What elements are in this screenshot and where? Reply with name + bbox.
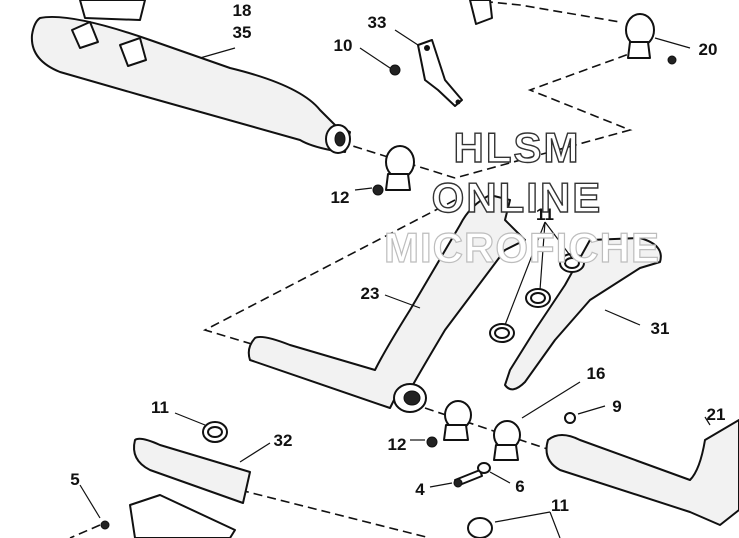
clamp-16	[493, 420, 521, 461]
callout-12-upper: 12	[331, 188, 350, 207]
nut-12-upper	[372, 184, 384, 196]
watermark-line-2: ONLINE	[432, 174, 603, 221]
callout-9: 9	[612, 397, 621, 416]
hose-clamp-11b	[525, 288, 551, 308]
hose-clamp-11a	[559, 253, 585, 273]
nut-12-lower	[426, 436, 438, 448]
nut-20	[667, 55, 677, 65]
callout-33: 33	[368, 13, 387, 32]
callout-10: 10	[334, 36, 353, 55]
clamp-11-bottom	[467, 517, 493, 538]
callout-11-left: 11	[151, 398, 169, 417]
callout-20: 20	[699, 40, 718, 59]
callout-16: 16	[587, 364, 606, 383]
hose-clamp-11c	[489, 323, 515, 343]
washer-9	[564, 412, 576, 424]
bolt-4	[453, 469, 483, 488]
watermark-line-1: HLSM	[454, 124, 581, 171]
bracket-bottom	[100, 494, 236, 538]
callout-21: 21	[707, 405, 726, 424]
bracket-33	[417, 0, 493, 107]
washer-6	[477, 462, 491, 474]
callout-labels: 18 35 33 10 20 12 11 23 31 16 9 21 11 32…	[70, 1, 725, 515]
muffler-top	[30, 0, 351, 154]
watermark-line-3: MICROFICHE	[384, 224, 660, 271]
clamp-20	[625, 13, 655, 59]
pipe-23	[247, 194, 526, 413]
pipe-32	[133, 437, 251, 504]
callout-12-lower: 12	[388, 435, 407, 454]
callout-18: 18	[233, 1, 252, 20]
heat-shield-31	[504, 237, 662, 391]
callout-5: 5	[70, 470, 79, 489]
callout-32: 32	[274, 431, 293, 450]
callout-11-middle: 11	[536, 205, 554, 224]
callout-11-bottom: 11	[551, 496, 569, 515]
callout-23: 23	[361, 284, 380, 303]
callout-35: 35	[233, 23, 252, 42]
clamp-12-lower	[443, 400, 472, 441]
callout-4: 4	[415, 480, 425, 499]
hose-clamp-11d	[202, 421, 228, 443]
callout-31: 31	[651, 319, 670, 338]
leader-lines	[79, 29, 711, 538]
callout-6: 6	[515, 477, 524, 496]
nut-10	[389, 64, 401, 76]
pipe-21	[545, 419, 739, 526]
clamp-12-upper	[385, 145, 415, 191]
watermark: HLSM ONLINE MICROFICHE	[383, 123, 660, 271]
